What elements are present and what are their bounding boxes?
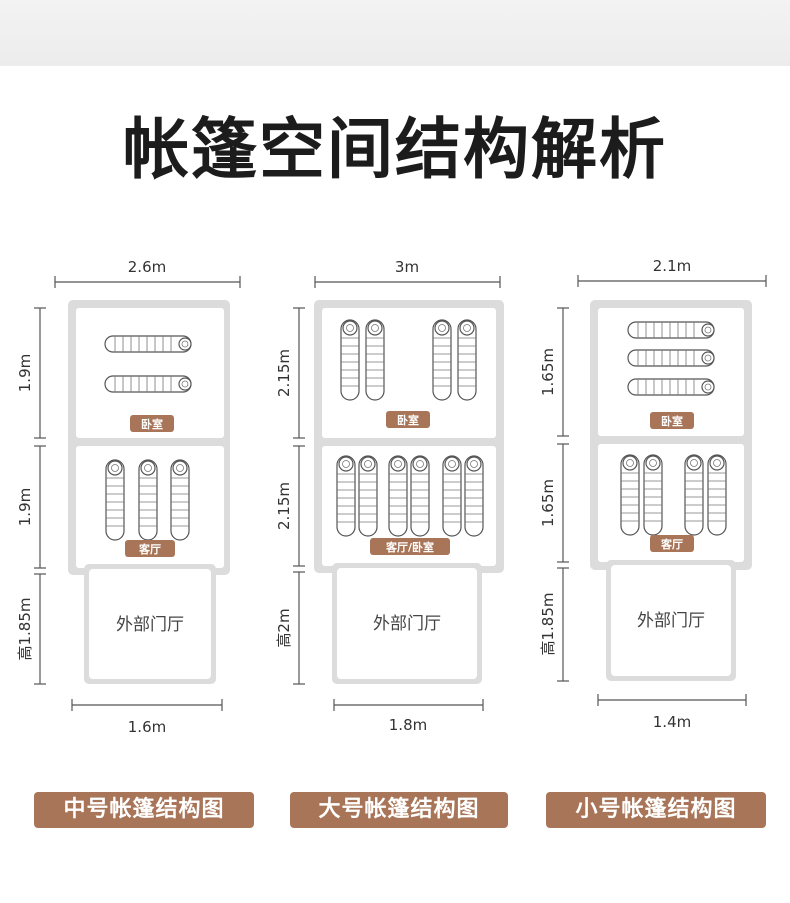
depth-label-bedroom: 2.15m [275, 349, 293, 397]
depth-label-bedroom: 1.9m [16, 354, 34, 392]
tent-large: 3m 卧室 客厅/卧室 外部门厅 1.8m 2.15m [275, 258, 504, 734]
depth-label-living: 1.9m [16, 488, 34, 526]
room-label-living: 客厅 [660, 537, 683, 551]
vestibule-width-label: 1.6m [128, 718, 166, 736]
caption-large: 大号帐篷结构图 [290, 792, 508, 828]
room-label-bedroom: 卧室 [141, 417, 163, 431]
height-label: 高1.85m [539, 592, 557, 655]
width-label: 3m [395, 258, 419, 276]
bedroom-area [598, 308, 744, 436]
depth-label-living: 1.65m [539, 479, 557, 527]
vestibule-width-label: 1.8m [389, 716, 427, 734]
top-band [0, 0, 790, 66]
caption-small: 小号帐篷结构图 [546, 792, 766, 828]
vestibule-label: 外部门厅 [637, 611, 705, 631]
tent-small: 2.1m 卧室 客厅 外部门厅 1.4m 1.65m 1.65m 高1 [539, 257, 767, 731]
room-label-bedroom: 卧室 [661, 414, 683, 428]
room-label-living: 客厅/卧室 [385, 540, 434, 554]
height-label: 高1.85m [16, 597, 34, 660]
tent-medium: 2.6m 卧室 客厅 外部门厅 1.6m 1.9m 1.9m [16, 258, 241, 736]
width-label: 2.1m [653, 257, 691, 275]
width-label: 2.6m [128, 258, 166, 276]
height-label: 高2m [275, 608, 293, 647]
caption-medium: 中号帐篷结构图 [34, 792, 254, 828]
vestibule-width-label: 1.4m [653, 713, 691, 731]
room-label-bedroom: 卧室 [397, 413, 419, 427]
depth-label-living: 2.15m [275, 482, 293, 530]
depth-label-bedroom: 1.65m [539, 348, 557, 396]
vestibule-label: 外部门厅 [373, 614, 441, 634]
page-title: 帐篷空间结构解析 [123, 111, 667, 188]
room-label-living: 客厅 [138, 542, 161, 556]
vestibule-label: 外部门厅 [116, 615, 184, 635]
